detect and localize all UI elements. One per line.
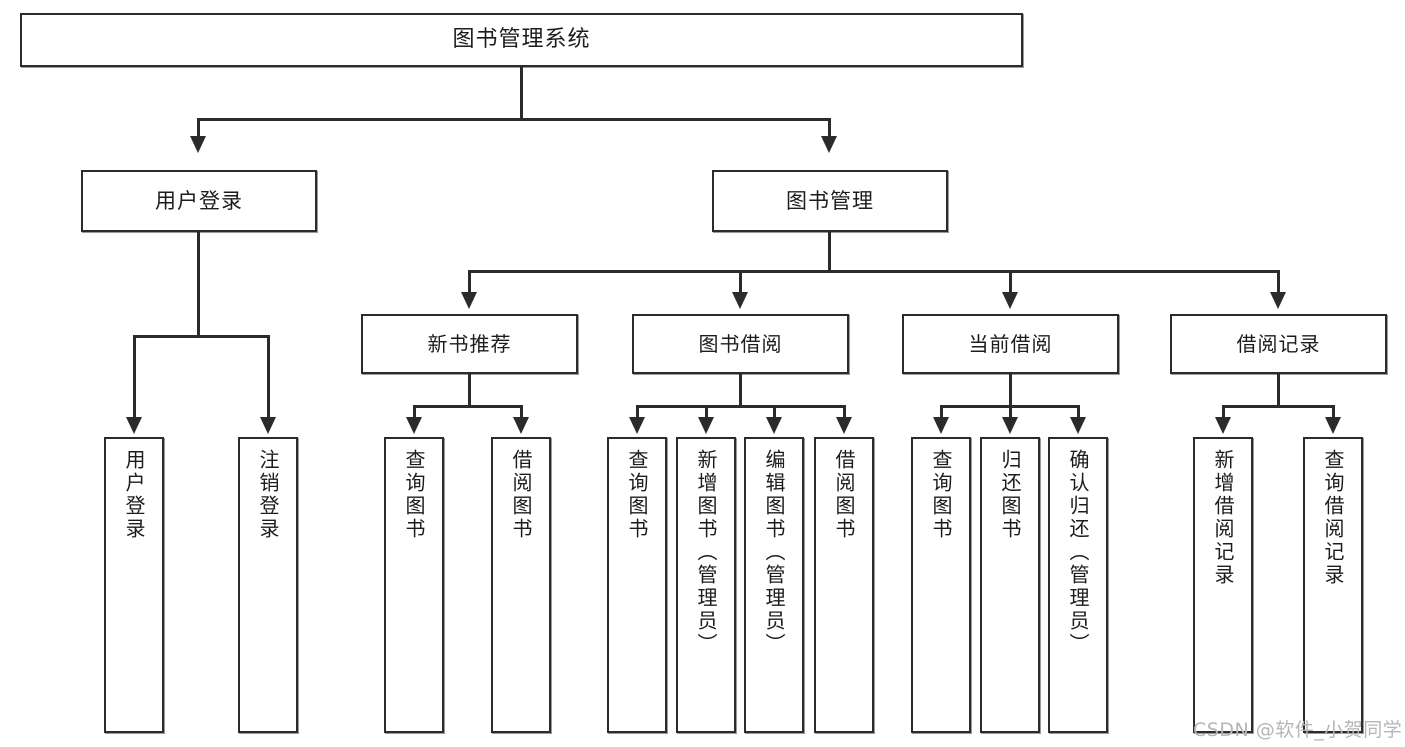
arrow-to-leaf-cb-1 (933, 417, 949, 434)
connector-nbr-drop-1 (413, 405, 416, 419)
connector-bb-bus (636, 405, 846, 408)
node-label: 借阅记录 (1236, 331, 1321, 356)
connector-bm-drop-4 (1277, 270, 1280, 294)
connector-book-management-bus (468, 270, 1280, 273)
connector-book-management-stem (828, 232, 831, 270)
connector-br-stem (1277, 374, 1280, 405)
leaf-confirm-return-admin[interactable]: 确认归还（管理员） (1048, 437, 1108, 733)
node-label: 新增图书（管理员） (694, 449, 718, 656)
arrow-to-user-login (190, 136, 206, 153)
arrow-to-book-borrow (732, 292, 748, 309)
node-root-system[interactable]: 图书管理系统 (20, 13, 1023, 67)
node-label: 新增借阅记录 (1211, 449, 1235, 587)
node-label: 用户登录 (155, 188, 243, 213)
node-borrow-record[interactable]: 借阅记录 (1170, 314, 1387, 374)
connector-bb-drop-4 (843, 405, 846, 419)
node-label: 用户登录 (122, 449, 146, 541)
leaf-logout[interactable]: 注销登录 (238, 437, 298, 733)
leaf-add-borrow-record[interactable]: 新增借阅记录 (1193, 437, 1253, 733)
connector-cb-stem (1009, 374, 1012, 405)
leaf-add-book-admin[interactable]: 新增图书（管理员） (676, 437, 736, 733)
arrow-to-leaf-bb-4 (836, 417, 852, 434)
connector-user-login-stem (197, 232, 200, 335)
arrow-to-leaf-nbr-1 (406, 417, 422, 434)
connector-nbr-stem (468, 374, 471, 405)
arrow-to-leaf-nbr-2 (513, 417, 529, 434)
node-book-borrow[interactable]: 图书借阅 (632, 314, 849, 374)
connector-user-login-bus (133, 335, 270, 338)
arrow-to-leaf-user-login (126, 417, 142, 434)
node-label: 图书管理 (786, 188, 874, 213)
node-label: 查询借阅记录 (1321, 449, 1345, 587)
node-current-borrow[interactable]: 当前借阅 (902, 314, 1119, 374)
node-new-book-recommend[interactable]: 新书推荐 (361, 314, 578, 374)
connector-bb-drop-2 (705, 405, 708, 419)
arrow-to-leaf-bb-1 (629, 417, 645, 434)
node-label: 图书管理系统 (452, 27, 591, 53)
leaf-query-book-nbr[interactable]: 查询图书 (384, 437, 444, 733)
node-label: 编辑图书（管理员） (762, 449, 786, 656)
connector-user-login-drop-2 (267, 335, 270, 419)
leaf-borrow-book-nbr[interactable]: 借阅图书 (491, 437, 551, 733)
node-label: 当前借阅 (968, 331, 1053, 356)
node-label: 新书推荐 (427, 331, 512, 356)
node-label: 归还图书 (998, 449, 1022, 541)
leaf-query-book-bb[interactable]: 查询图书 (607, 437, 667, 733)
leaf-query-borrow-record[interactable]: 查询借阅记录 (1303, 437, 1363, 733)
connector-bm-drop-1 (468, 270, 471, 294)
leaf-return-book[interactable]: 归还图书 (980, 437, 1040, 733)
node-label: 注销登录 (256, 449, 280, 541)
node-book-management[interactable]: 图书管理 (712, 170, 948, 232)
leaf-edit-book-admin[interactable]: 编辑图书（管理员） (744, 437, 804, 733)
node-label: 确认归还（管理员） (1066, 449, 1090, 656)
arrow-to-leaf-cb-2 (1002, 417, 1018, 434)
connector-bb-drop-1 (636, 405, 639, 419)
node-user-login[interactable]: 用户登录 (81, 170, 317, 232)
connector-root-drop-right (828, 118, 831, 138)
arrow-to-new-book-recommend (461, 292, 477, 309)
arrow-to-borrow-record (1270, 292, 1286, 309)
connector-root-bus (197, 118, 831, 121)
arrow-to-leaf-bb-3 (766, 417, 782, 434)
arrow-to-current-borrow (1002, 292, 1018, 309)
connector-bm-drop-3 (1009, 270, 1012, 294)
node-label: 图书借阅 (698, 331, 783, 356)
connector-user-login-drop-1 (133, 335, 136, 419)
leaf-user-login[interactable]: 用户登录 (104, 437, 164, 733)
node-label: 借阅图书 (509, 449, 533, 541)
connector-br-drop-2 (1332, 405, 1335, 419)
arrow-to-book-management (821, 136, 837, 153)
connector-bb-stem (739, 374, 742, 405)
connector-bb-drop-3 (773, 405, 776, 419)
node-label: 查询图书 (929, 449, 953, 541)
connector-cb-drop-1 (940, 405, 943, 419)
connector-cb-drop-3 (1077, 405, 1080, 419)
arrow-to-leaf-cb-3 (1070, 417, 1086, 434)
leaf-query-book-cb[interactable]: 查询图书 (911, 437, 971, 733)
connector-root-drop-left (197, 118, 200, 138)
connector-bm-drop-2 (739, 270, 742, 294)
arrow-to-leaf-logout (260, 417, 276, 434)
node-label: 查询图书 (625, 449, 649, 541)
node-label: 借阅图书 (832, 449, 856, 541)
connector-nbr-bus (413, 405, 523, 408)
arrow-to-leaf-br-1 (1215, 417, 1231, 434)
connector-cb-drop-2 (1009, 405, 1012, 419)
connector-nbr-drop-2 (520, 405, 523, 419)
arrow-to-leaf-br-2 (1325, 417, 1341, 434)
connector-root-stem (520, 67, 523, 118)
node-label: 查询图书 (402, 449, 426, 541)
connector-br-bus (1222, 405, 1335, 408)
connector-br-drop-1 (1222, 405, 1225, 419)
arrow-to-leaf-bb-2 (698, 417, 714, 434)
leaf-borrow-book-bb[interactable]: 借阅图书 (814, 437, 874, 733)
